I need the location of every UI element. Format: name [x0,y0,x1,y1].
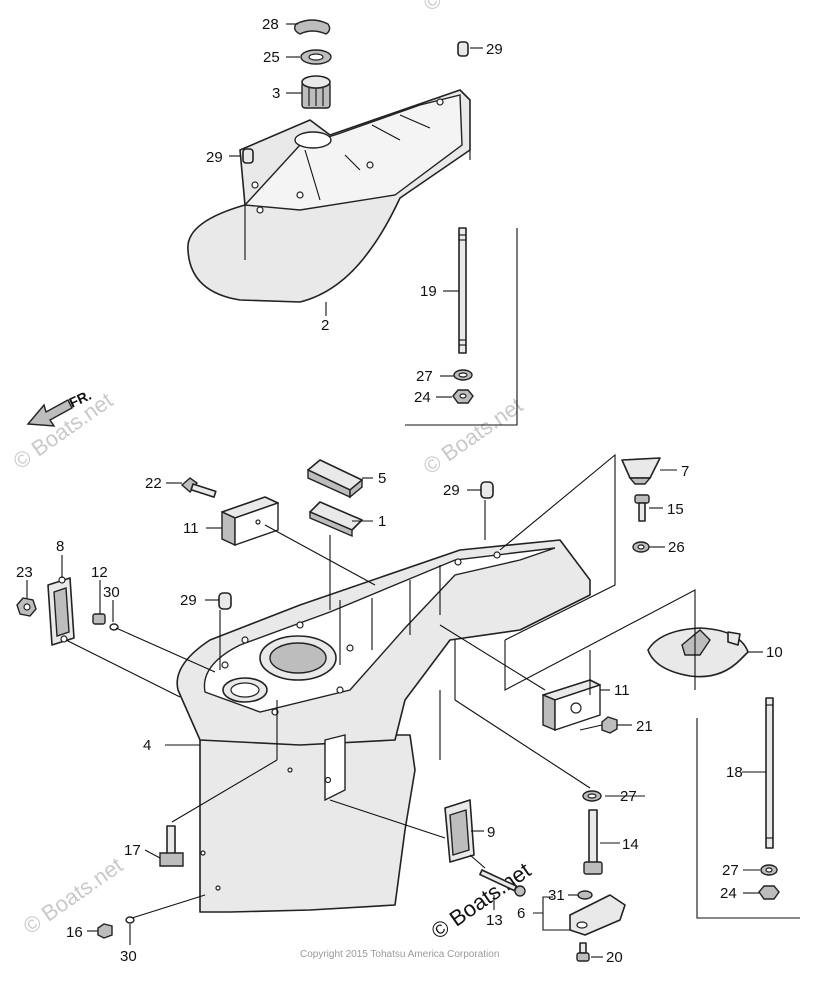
callout-29: 29 [206,149,223,166]
callout-14: 14 [622,836,639,853]
washer-part-27 [760,864,778,876]
callout-29: 29 [486,41,503,58]
callout-29: 29 [443,482,460,499]
bolt-part-14 [583,809,603,875]
callout-27: 27 [620,788,637,805]
callout-5: 5 [378,470,386,487]
callout-10: 10 [766,644,783,661]
washer-part-31 [577,890,593,900]
callout-24: 24 [414,389,431,406]
callout-labels: 28 25 3 29 29 2 19 27 24 22 5 1 11 29 7 … [16,16,783,966]
callout-6: 6 [517,905,525,922]
callout-26: 26 [668,539,685,556]
callout-7: 7 [681,463,689,480]
callout-27: 27 [416,368,433,385]
nut-part-21 [601,716,618,734]
callout-22: 22 [145,475,162,492]
callout-18: 18 [726,764,743,781]
callout-27: 27 [722,862,739,879]
callout-23: 23 [16,564,33,581]
callout-20: 20 [606,949,623,966]
plug-part-16 [97,923,113,939]
anode-block-part-11 [221,496,279,547]
callout-21: 21 [636,718,653,735]
callout-25: 25 [263,49,280,66]
stud-bolt-part-18 [696,697,800,919]
nut-part-24 [452,389,474,404]
trim-tab-holder-part-6 [569,894,626,936]
callout-24: 24 [720,885,737,902]
bearing-part-3 [301,75,331,109]
plug-part-12 [92,613,106,625]
bolt-part-15 [634,494,650,522]
washer-part-27 [453,369,473,381]
block-part-5 [307,459,363,499]
copyright-notice: Copyright 2015 Tohatsu America Corporati… [300,949,499,960]
callout-11: 11 [614,682,630,699]
callout-16: 16 [66,924,83,941]
callout-3: 3 [272,85,280,102]
cap-part-7 [621,457,661,485]
gear-case-part-4 [176,539,591,913]
plate-part-1 [309,501,363,538]
leader-lines [26,23,766,958]
bolt-part-20 [576,942,590,962]
washer-part-27 [582,790,602,802]
screw-part-13 [479,869,526,897]
callout-12: 12 [91,564,108,581]
watermark: © Boats.net [9,387,118,474]
callout-30: 30 [103,584,120,601]
watermark: © Boats.net [419,392,528,479]
callout-11: 11 [183,520,199,537]
washer-part-25 [300,49,332,65]
upper-casing-part-2 [187,89,471,303]
anode-block-part-11 [542,679,601,732]
callout-30: 30 [120,948,137,965]
nut-part-23 [16,597,37,617]
callout-13: 13 [486,912,503,929]
nut-part-24 [758,885,780,900]
washer-part-26 [632,541,650,553]
callout-29: 29 [180,592,197,609]
callout-1: 1 [378,513,386,530]
bolt-part-22 [180,477,217,498]
watermark: © Boats.net [419,0,528,16]
callout-31: 31 [548,887,565,904]
callout-17: 17 [124,842,141,859]
bolt-part-17 [159,825,184,867]
callout-8: 8 [56,538,64,555]
callout-9: 9 [487,824,495,841]
callout-2: 2 [321,317,329,334]
water-screen-part-8 [47,576,75,646]
circlip-part-28 [293,19,331,35]
callout-28: 28 [262,16,279,33]
callout-19: 19 [420,283,437,300]
callout-4: 4 [143,737,151,754]
water-screen-part-9 [444,799,475,863]
callout-15: 15 [667,501,684,518]
trim-tab-part-10 [647,627,749,678]
